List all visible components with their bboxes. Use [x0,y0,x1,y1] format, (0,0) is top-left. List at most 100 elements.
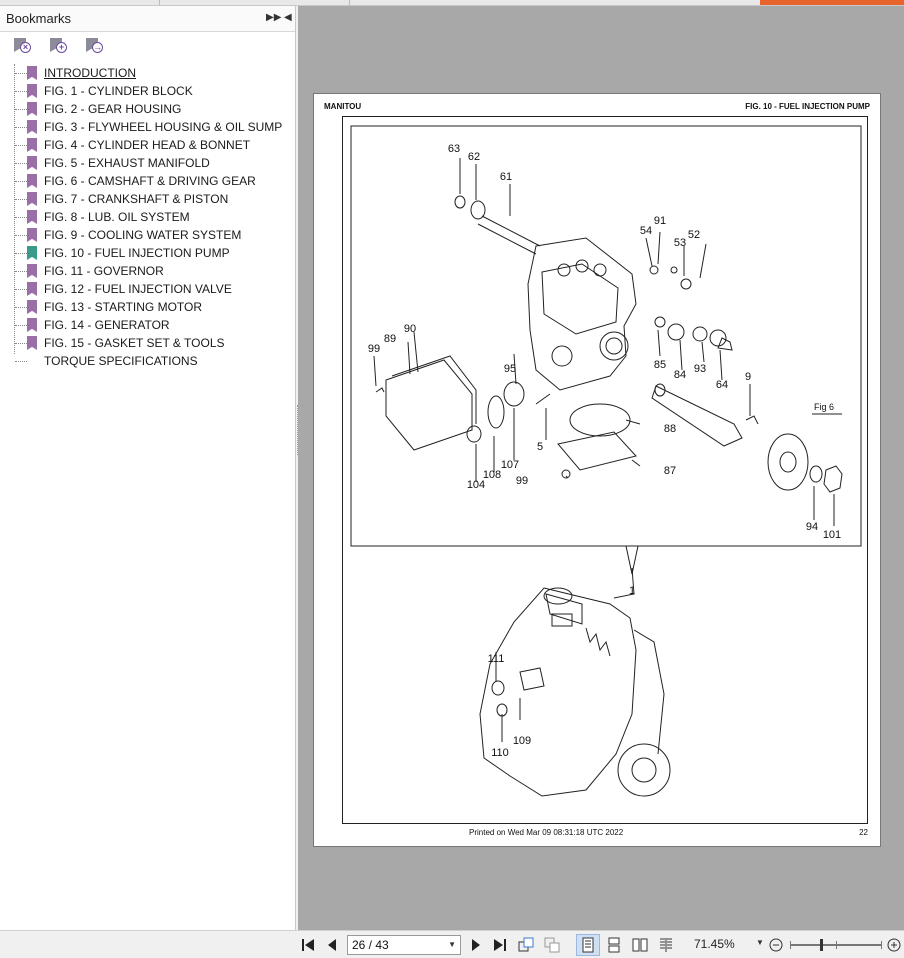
callout-label: 89 [384,333,396,345]
bookmark-item[interactable]: FIG. 13 - STARTING MOTOR [0,298,295,316]
figure-frame [342,116,868,824]
page-header-right: FIG. 10 - FUEL INJECTION PUMP [745,102,870,111]
svg-text:109: 109 [513,735,531,747]
svg-text:95: 95 [504,363,516,375]
svg-text:93: 93 [694,363,706,375]
zoom-out-icon[interactable] [768,937,784,953]
bookmark-item-active[interactable]: FIG. 10 - FUEL INJECTION PUMP [0,244,295,262]
svg-text:99: 99 [368,343,380,355]
bookmarks-title: Bookmarks [6,11,72,26]
callout-label: 91 [654,215,666,227]
bookmark-item[interactable]: FIG. 5 - EXHAUST MANIFOLD [0,154,295,172]
zoom-level[interactable]: 71.45% [694,937,735,951]
last-page-icon[interactable] [492,937,508,953]
document-tab[interactable] [0,0,160,5]
svg-text:1: 1 [629,585,635,597]
callout-label: 88 [664,423,676,435]
svg-text:108: 108 [483,469,501,481]
bookmark-item[interactable]: FIG. 2 - GEAR HOUSING [0,100,295,118]
svg-text:54: 54 [640,225,652,237]
bookmark-icon [27,84,37,98]
page-footer: Printed on Wed Mar 09 08:31:18 UTC 2022 [469,828,624,837]
page-header-left: MANITOU [324,102,362,111]
document-viewer[interactable]: MANITOU FIG. 10 - FUEL INJECTION PUMP [298,6,904,930]
bookmark-icon [27,228,37,242]
svg-text:87: 87 [664,465,676,477]
first-page-icon[interactable] [300,937,316,953]
callout-label: 101 [823,529,841,541]
bookmark-item[interactable]: FIG. 3 - FLYWHEEL HOUSING & OIL SUMP [0,118,295,136]
document-tab-active[interactable] [160,0,350,5]
bookmarks-header: Bookmarks ▶▶ ◀ [0,6,295,32]
zoom-slider-handle[interactable] [820,939,823,951]
callout-label: 87 [664,465,676,477]
svg-text:85: 85 [654,359,666,371]
bookmark-item[interactable]: FIG. 6 - CAMSHAFT & DRIVING GEAR [0,172,295,190]
zoom-dropdown-icon[interactable]: ▼ [756,938,764,947]
callout-label: 107 [501,459,519,471]
bookmark-item[interactable]: FIG. 14 - GENERATOR [0,316,295,334]
callout-label: 54 [640,225,652,237]
bookmark-icon [27,210,37,224]
zoom-in-icon[interactable] [886,937,902,953]
callout-label: 9 [745,371,751,383]
svg-text:62: 62 [468,151,480,163]
callout-label: 99 [368,343,380,355]
callout-label: 1 [629,585,635,597]
callout-label: 99 [516,475,528,487]
callout-label: 85 [654,359,666,371]
svg-text:9: 9 [745,371,751,383]
previous-page-icon[interactable] [324,937,340,953]
page-number-input[interactable]: 26 / 43▼ [347,935,461,955]
bookmark-item[interactable]: INTRODUCTION [0,64,295,82]
single-page-icon[interactable] [580,937,596,953]
continuous-facing-icon[interactable] [658,937,674,953]
chevron-down-icon[interactable]: ▼ [448,940,456,949]
bookmark-item[interactable]: FIG. 8 - LUB. OIL SYSTEM [0,208,295,226]
zoom-slider[interactable] [790,939,882,951]
svg-text:52: 52 [688,229,700,241]
continuous-page-icon[interactable] [606,937,622,953]
figure-reference: Fig 6 [814,402,834,412]
bookmark-item[interactable]: FIG. 9 - COOLING WATER SYSTEM [0,226,295,244]
bookmark-item[interactable]: FIG. 7 - CRANKSHAFT & PISTON [0,190,295,208]
bookmark-item[interactable]: FIG. 15 - GASKET SET & TOOLS [0,334,295,352]
svg-text:84: 84 [674,369,686,381]
accent-bar [760,0,904,5]
bookmarks-panel: Bookmarks ▶▶ ◀ × + → INTRODUCTION FIG. 1… [0,6,296,930]
bookmark-icon [27,156,37,170]
callout-label: 90 [404,323,416,335]
callout-label: 108 [483,469,501,481]
callout-label: 104 [467,479,485,491]
svg-text:110: 110 [491,747,509,759]
svg-text:101: 101 [823,529,841,541]
bookmark-item[interactable]: TORQUE SPECIFICATIONS [0,352,295,370]
bookmark-icon [27,102,37,116]
next-page-icon[interactable] [468,937,484,953]
bookmark-icon [27,138,37,152]
bookmark-item[interactable]: FIG. 11 - GOVERNOR [0,262,295,280]
callout-label: 94 [806,521,818,533]
svg-text:Fig 6: Fig 6 [814,402,834,412]
callout-label: 62 [468,151,480,163]
bookmark-expand-icon[interactable]: → [84,36,104,56]
bookmark-item[interactable]: FIG. 12 - FUEL INJECTION VALVE [0,280,295,298]
close-panel-icon[interactable]: ◀ [284,12,292,23]
bookmark-add-icon[interactable]: + [48,36,68,56]
go-back-icon[interactable] [518,937,534,953]
collapse-panel-icon[interactable]: ▶▶ [266,12,282,23]
svg-text:107: 107 [501,459,519,471]
pdf-page: MANITOU FIG. 10 - FUEL INJECTION PUMP [313,93,881,847]
callout-label: 63 [448,143,460,155]
bookmark-item[interactable]: FIG. 1 - CYLINDER BLOCK [0,82,295,100]
facing-pages-icon[interactable] [632,937,648,953]
svg-text:61: 61 [500,171,512,183]
bookmark-item[interactable]: FIG. 4 - CYLINDER HEAD & BONNET [0,136,295,154]
bookmark-icon [27,318,37,332]
bookmark-delete-icon[interactable]: × [12,36,32,56]
navigation-toolbar: 26 / 43▼ 71.45% ▼ [0,930,904,958]
svg-text:91: 91 [654,215,666,227]
go-forward-icon[interactable] [544,937,560,953]
top-tab-strip [0,0,904,6]
callout-label: 95 [504,363,516,375]
